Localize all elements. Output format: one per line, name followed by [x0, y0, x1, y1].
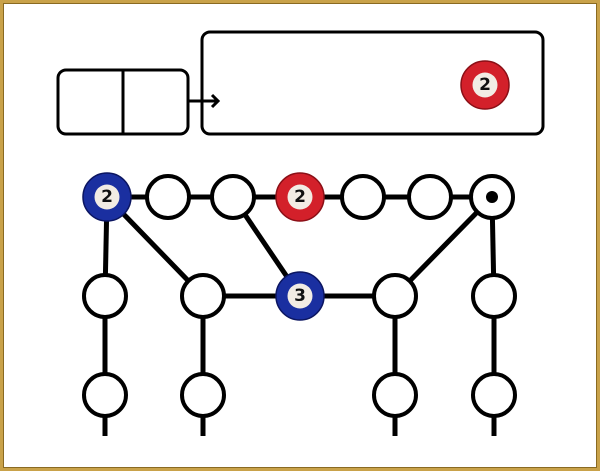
ball-number: 2 [101, 187, 113, 207]
reserve-balls: 2 [460, 60, 510, 110]
ball-red-2[interactable]: 2 [275, 172, 325, 222]
board-node-m3[interactable] [372, 273, 418, 319]
board-node-b1[interactable] [180, 372, 226, 418]
reserve-ball-red[interactable]: 2 [460, 60, 510, 110]
board-node-t1[interactable] [145, 174, 191, 220]
board-node-t2[interactable] [210, 174, 256, 220]
ball-number: 2 [479, 75, 491, 95]
board-node-t4[interactable] [340, 174, 386, 220]
ball-number: 3 [294, 286, 306, 306]
board-node-m1[interactable] [180, 273, 226, 319]
reserve-area [56, 30, 545, 136]
ball-number: 2 [294, 187, 306, 207]
board-node-b0[interactable] [82, 372, 128, 418]
game-board: 2 2 3 2 [56, 30, 545, 436]
board-edge [393, 195, 494, 298]
board-node-m0[interactable] [82, 273, 128, 319]
marker-dot-icon [486, 191, 498, 203]
board-node-m4[interactable] [471, 273, 517, 319]
board-node-b2[interactable] [372, 372, 418, 418]
board-node-b3[interactable] [471, 372, 517, 418]
board-node-t5[interactable] [407, 174, 453, 220]
reserve-box[interactable] [200, 30, 545, 136]
ball-blue-2[interactable]: 2 [82, 172, 132, 222]
ball-blue-3[interactable]: 3 [275, 271, 325, 321]
board-balls: 2 2 3 [82, 172, 325, 321]
